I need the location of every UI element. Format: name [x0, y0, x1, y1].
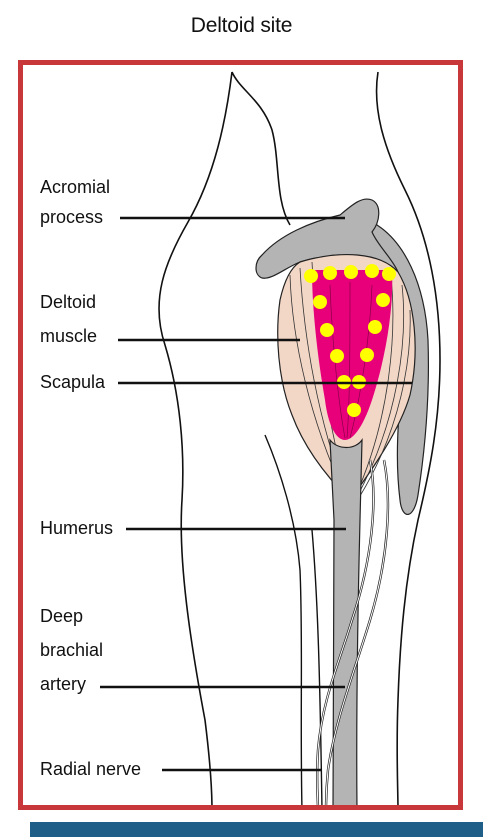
injection-dot	[376, 293, 390, 307]
injection-dot	[344, 265, 358, 279]
label-deltoid-line2: muscle	[40, 324, 97, 348]
injection-dot	[347, 403, 361, 417]
bottom-accent-bar	[30, 822, 483, 837]
injection-dot	[360, 348, 374, 362]
injection-dot	[304, 269, 318, 283]
label-deltoid-line1: Deltoid	[40, 290, 96, 314]
injection-dot	[365, 264, 379, 278]
injection-dot	[382, 267, 396, 281]
armpit-outline	[265, 435, 302, 810]
label-deep-brachial-line2: brachial	[40, 638, 103, 662]
injection-dot	[368, 320, 382, 334]
label-acromial-line2: process	[40, 205, 103, 229]
humerus-bone	[330, 440, 362, 810]
injection-dot	[320, 323, 334, 337]
label-deep-brachial-line1: Deep	[40, 604, 83, 628]
label-radial-nerve: Radial nerve	[40, 757, 141, 781]
label-scapula: Scapula	[40, 370, 105, 394]
body-outline-left	[159, 72, 232, 810]
injection-dot	[330, 349, 344, 363]
neck-outline	[232, 72, 290, 225]
label-humerus: Humerus	[40, 516, 113, 540]
label-acromial-line1: Acromial	[40, 175, 110, 199]
injection-dot	[313, 295, 327, 309]
injection-dot	[323, 266, 337, 280]
label-deep-brachial-line3: artery	[40, 672, 86, 696]
